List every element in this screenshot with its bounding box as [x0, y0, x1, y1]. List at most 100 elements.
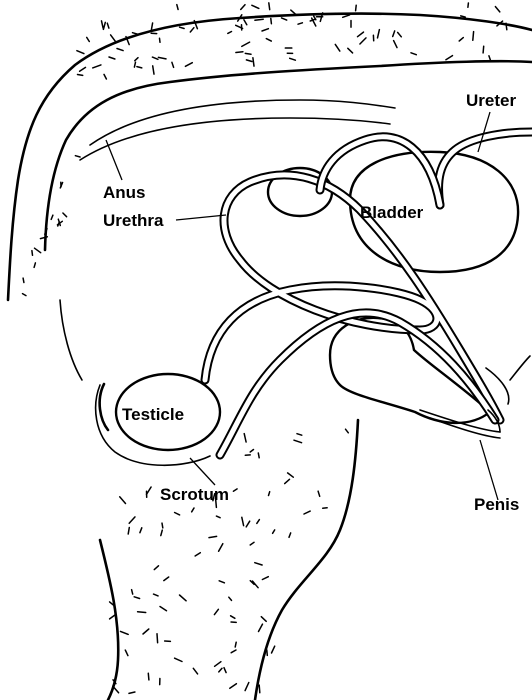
fur-stroke	[175, 658, 182, 661]
label-ureter: Ureter	[466, 91, 516, 110]
fur-stroke	[259, 624, 263, 631]
fur-stroke	[153, 66, 154, 74]
fur-stroke	[135, 58, 138, 61]
fur-stroke	[461, 16, 466, 17]
fur-stroke	[109, 57, 115, 59]
fur-stroke	[120, 497, 126, 504]
fur-stroke	[252, 5, 259, 8]
fur-stroke	[269, 492, 270, 496]
fur-stroke	[104, 74, 106, 79]
fur-stroke	[231, 616, 235, 619]
fur-stroke	[269, 3, 270, 10]
fur-stroke	[360, 38, 366, 44]
fur-stroke	[468, 3, 469, 7]
fur-stroke	[298, 23, 302, 24]
fur-stroke	[209, 536, 217, 537]
scrotum-leader	[190, 458, 215, 485]
fur-stroke	[285, 479, 290, 483]
fur-stroke	[154, 594, 159, 596]
fur-stroke	[34, 263, 35, 268]
fur-stroke	[160, 607, 167, 611]
label-urethra: Urethra	[103, 211, 164, 230]
fur-stroke	[356, 5, 357, 10]
fur-stroke	[128, 528, 129, 535]
fur-stroke	[160, 38, 161, 42]
fur-stroke	[180, 27, 185, 28]
fur-stroke	[229, 597, 232, 600]
fur-stroke	[358, 32, 364, 37]
fur-stroke	[318, 491, 320, 496]
fur-stroke	[177, 5, 178, 10]
fur-stroke	[175, 513, 180, 515]
fur-stroke	[288, 473, 294, 477]
label-testicle: Testicle	[122, 405, 184, 424]
fur-stroke	[140, 528, 142, 533]
fur-stroke	[87, 37, 90, 41]
fur-stroke	[180, 595, 187, 601]
fur-stroke	[245, 53, 251, 54]
fur-stroke	[235, 642, 236, 647]
anus-leader	[106, 140, 122, 180]
fur-stroke	[246, 60, 252, 62]
fur-stroke	[378, 30, 380, 38]
fur-stroke	[161, 530, 163, 536]
fur-stroke	[297, 434, 302, 436]
fur-stroke	[158, 57, 166, 59]
fur-stroke	[162, 523, 163, 528]
fur-stroke	[335, 44, 340, 51]
fur-stroke	[411, 53, 416, 55]
fur-stroke	[257, 520, 260, 524]
fur-stroke	[219, 581, 224, 583]
fur-stroke	[185, 63, 192, 67]
fur-stroke	[255, 563, 262, 565]
fur-stroke	[216, 516, 220, 518]
fur-stroke	[132, 590, 133, 594]
fur-stroke	[129, 692, 135, 693]
fur-stroke	[262, 29, 268, 31]
fur-stroke	[78, 75, 83, 76]
fur-stroke	[273, 530, 275, 533]
fur-stroke	[250, 542, 254, 545]
fur-stroke	[107, 23, 109, 28]
fur-stroke	[289, 533, 291, 537]
fur-stroke	[261, 617, 266, 622]
urethra-leader	[176, 215, 226, 220]
fur-stroke	[102, 21, 104, 28]
fur-stroke	[58, 222, 60, 226]
fur-stroke	[236, 52, 243, 53]
fur-stroke	[495, 7, 499, 12]
fur-stroke	[195, 553, 200, 556]
fur-stroke	[23, 294, 27, 296]
fur-stroke	[35, 248, 41, 253]
penis-leader	[480, 440, 498, 500]
fur-stroke	[110, 615, 116, 619]
fur-stroke	[446, 56, 453, 60]
fur-stroke	[262, 577, 268, 580]
fur-stroke	[80, 67, 86, 71]
fur-stroke	[241, 5, 245, 10]
fur-stroke	[154, 566, 158, 570]
fur-texture-leg	[110, 429, 349, 693]
fur-stroke	[134, 597, 139, 599]
label-anus: Anus	[103, 183, 146, 202]
fur-stroke	[253, 58, 254, 66]
fur-stroke	[348, 48, 353, 53]
fur-stroke	[250, 450, 253, 453]
fur-stroke	[93, 65, 101, 68]
fur-stroke	[190, 28, 194, 32]
fur-stroke	[152, 57, 158, 59]
fur-stroke	[242, 42, 250, 46]
fur-stroke	[290, 58, 296, 60]
fur-stroke	[172, 62, 174, 67]
fur-stroke	[398, 32, 402, 36]
fur-stroke	[233, 489, 237, 491]
fur-stroke	[228, 32, 232, 34]
fur-stroke	[51, 215, 53, 219]
fur-stroke	[125, 650, 128, 656]
fur-stroke	[214, 609, 218, 614]
fur-stroke	[134, 62, 135, 67]
fur-stroke	[75, 156, 80, 157]
fur-stroke	[121, 631, 129, 634]
fur-stroke	[244, 20, 247, 25]
